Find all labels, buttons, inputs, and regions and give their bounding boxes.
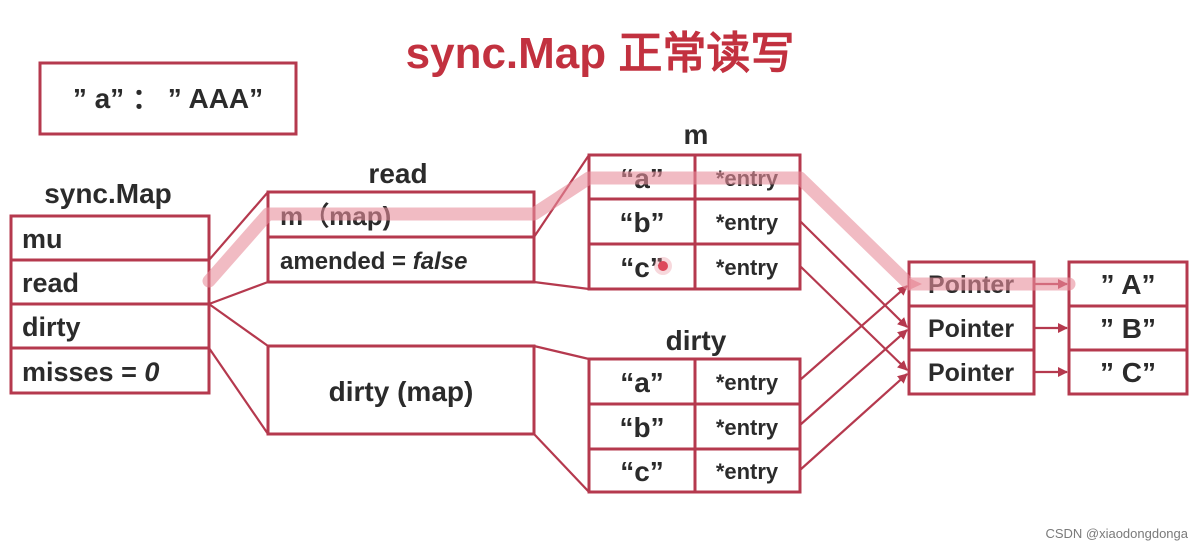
amended-value: false [413,248,468,275]
value-c: ” C” [1100,357,1156,388]
dirty-key-a: “a” [620,367,664,398]
m-key-c: “c” [620,252,664,283]
page-title: sync.Map 正常读写 [406,29,795,78]
watermark: CSDN @xiaodongdonga [1045,526,1188,541]
syncmap-field-misses: misses = 0 [22,357,159,387]
kv-note-box: ” a” ： ” AAA” [38,61,298,136]
value-column: ” A” ” B” ” C” [1067,260,1189,396]
m-value-b: *entry [716,210,779,235]
dirty-value-a: *entry [716,370,779,395]
syncmap-label: sync.Map [44,178,172,209]
value-b: ” B” [1100,313,1156,344]
pointer-arrows [1034,279,1068,377]
m-map-label: m [684,119,709,150]
dirty-key-b: “b” [619,412,664,443]
cursor-dot-icon [658,261,668,271]
pointer-b: Pointer [928,315,1014,343]
kv-note-text: ” a” ： ” AAA” [73,83,263,114]
m-map-table: “a” *entry “b” *entry “c” *entry [587,153,802,291]
dirty-value-b: *entry [716,415,779,440]
dirty-map-label: dirty [666,325,727,356]
dirty-value-c: *entry [716,459,779,484]
dirty-map-table: “a” *entry “b” *entry “c” *entry [587,357,802,494]
read-field-amended: amended = false [280,248,467,275]
m-key-b: “b” [619,207,664,238]
read-label: read [368,158,427,189]
syncmap-field-read: read [22,268,79,298]
syncmap-field-mu: mu [22,224,63,254]
read-path-arrowhead [909,278,922,290]
syncmap-field-dirty: dirty [22,312,81,342]
syncmap-struct: mu read dirty misses = 0 [9,214,211,395]
read-struct: m（map) amended = false [266,190,536,284]
misses-value: 0 [144,357,159,387]
dirty-key-c: “c” [620,456,664,487]
value-a: ” A” [1101,269,1156,300]
m-value-c: *entry [716,255,779,280]
dirty-struct: dirty (map) [266,344,536,436]
dirty-struct-text: dirty (map) [329,376,474,407]
cursor-halo-icon [654,257,672,275]
pointer-c: Pointer [928,359,1014,387]
entry-arrows [799,220,908,471]
